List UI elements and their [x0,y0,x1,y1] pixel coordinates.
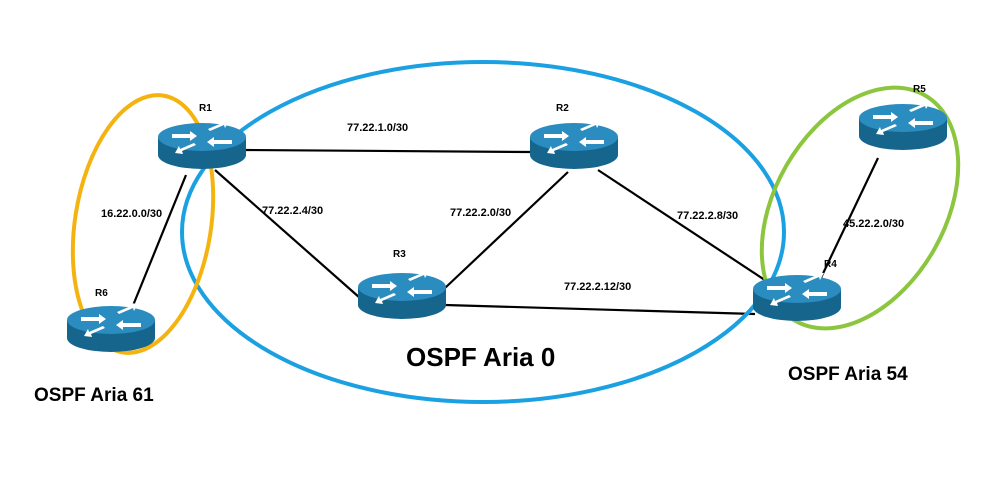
subnet-label-r4-r5: 45.22.2.0/30 [843,218,904,230]
link-r1-r2 [244,148,531,154]
area54-boundary [759,85,961,331]
links [130,148,879,316]
subnet-label-r2-r3: 77.22.2.0/30 [450,207,511,219]
area0-label: OSPF Aria 0 [406,342,555,372]
subnet-label-r1-r2: 77.22.1.0/30 [347,122,408,134]
subnet-label-r1-r6: 16.22.0.0/30 [101,208,162,220]
router-r4[interactable] [753,272,841,321]
subnet-label-r3-r4: 77.22.2.12/30 [564,281,631,293]
router-label-r4: R4 [824,259,837,270]
link-r1-r3 [214,169,361,299]
area54-label: OSPF Aria 54 [788,364,908,385]
router-r3[interactable] [358,270,446,319]
area61-boundary [70,93,216,355]
router-r1[interactable] [158,120,246,169]
router-r6[interactable] [67,303,155,352]
router-r2[interactable] [530,120,618,169]
link-r2-r3 [444,171,569,289]
link-r1-r6 [130,174,188,309]
router-label-r3: R3 [393,249,406,260]
router-r5[interactable] [859,101,947,150]
link-r4-r5 [817,157,879,285]
router-label-r2: R2 [556,103,569,114]
link-r3-r4 [444,303,756,316]
link-r2-r4 [597,169,781,291]
area0-boundary [180,60,786,404]
subnet-label-r1-r3: 77.22.2.4/30 [262,205,323,217]
area61-label: OSPF Aria 61 [34,385,154,406]
router-label-r5: R5 [913,84,926,95]
router-label-r6: R6 [95,288,108,299]
router-label-r1: R1 [199,103,212,114]
subnet-label-r2-r4: 77.22.2.8/30 [677,210,738,222]
